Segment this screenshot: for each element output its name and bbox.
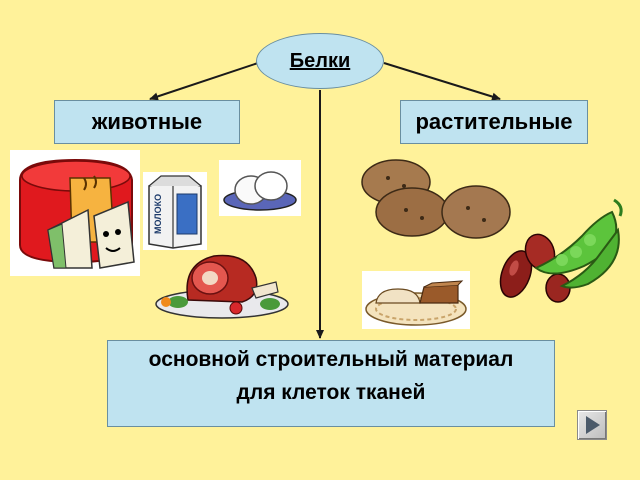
proteins-node: Белки xyxy=(256,33,384,89)
arrow-to-animal xyxy=(149,62,259,101)
next-slide-icon xyxy=(586,416,600,434)
proteins-label: Белки xyxy=(289,49,351,72)
eggs-icon xyxy=(219,160,301,216)
animal-proteins-box: животные xyxy=(54,100,240,144)
animal-proteins-label: животные xyxy=(91,109,203,134)
potatoes-icon xyxy=(361,159,511,239)
beans-icon xyxy=(499,233,571,303)
conclusion-line-1: основной строительный материал xyxy=(148,348,514,371)
conclusion-box: основной строительный материал для клето… xyxy=(107,340,555,427)
arrow-to-plant xyxy=(383,62,501,101)
plant-proteins-box: растительные xyxy=(400,100,588,144)
cheese-icon xyxy=(10,150,140,276)
milk-carton-icon: МОЛОКО xyxy=(143,172,207,250)
conclusion-line-2: для клеток тканей xyxy=(236,381,426,404)
plant-proteins-label: растительные xyxy=(415,109,573,134)
milk-carton-label: МОЛОКО xyxy=(153,194,163,234)
ham-icon xyxy=(155,254,289,319)
bread-plate-icon xyxy=(362,271,470,329)
pea-pods-icon xyxy=(534,198,623,289)
next-slide-button[interactable] xyxy=(577,410,607,440)
